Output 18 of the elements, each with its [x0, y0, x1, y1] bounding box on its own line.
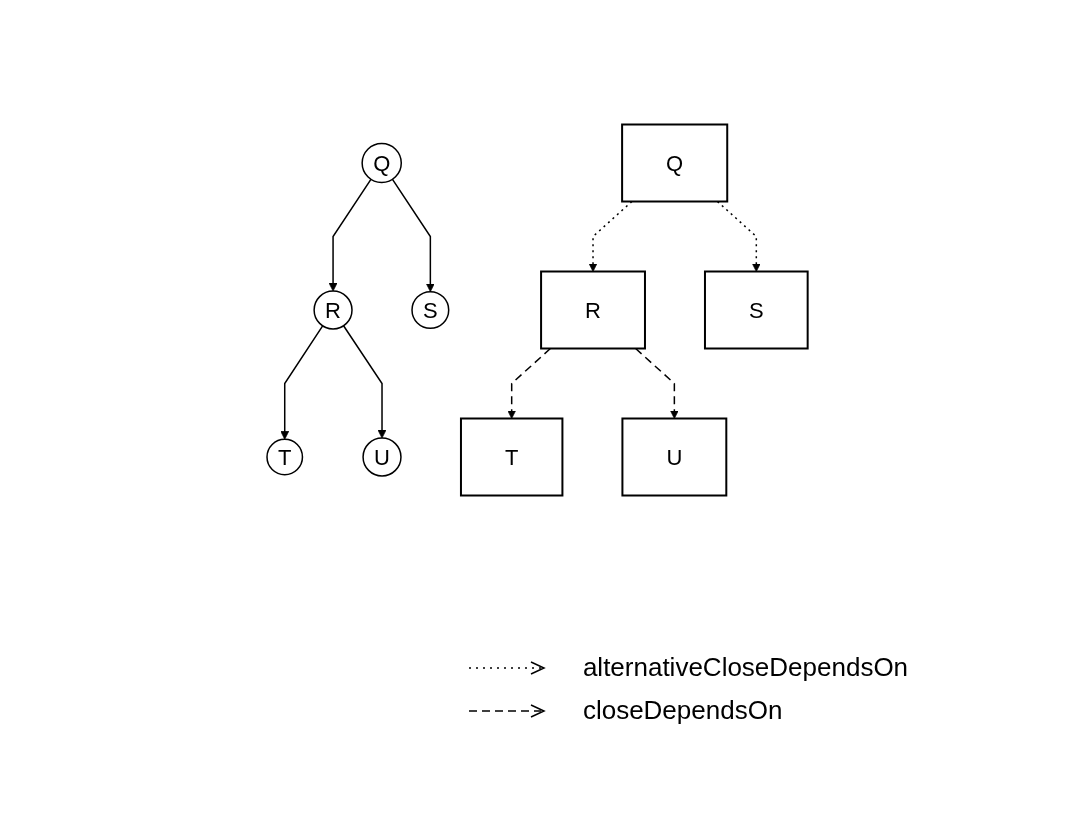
arrow [328, 178, 372, 292]
node-box: Q [621, 123, 729, 203]
node-circle: T [266, 438, 304, 476]
node-circle: R [313, 290, 353, 330]
node-box: U [621, 417, 728, 497]
arrow [507, 347, 552, 419]
node-box: S [704, 270, 809, 350]
arrow [280, 325, 324, 440]
arrow [343, 325, 387, 439]
legend-label: closeDependsOn [582, 695, 783, 726]
legend-label: alternativeCloseDependsOn [582, 652, 909, 683]
node-circle: S [411, 290, 450, 330]
node-box: T [460, 417, 564, 497]
arrow [391, 178, 435, 293]
node-circle: U [362, 437, 402, 477]
arrow [635, 347, 679, 419]
node-circle: Q [361, 142, 403, 184]
node-box: R [540, 270, 647, 350]
